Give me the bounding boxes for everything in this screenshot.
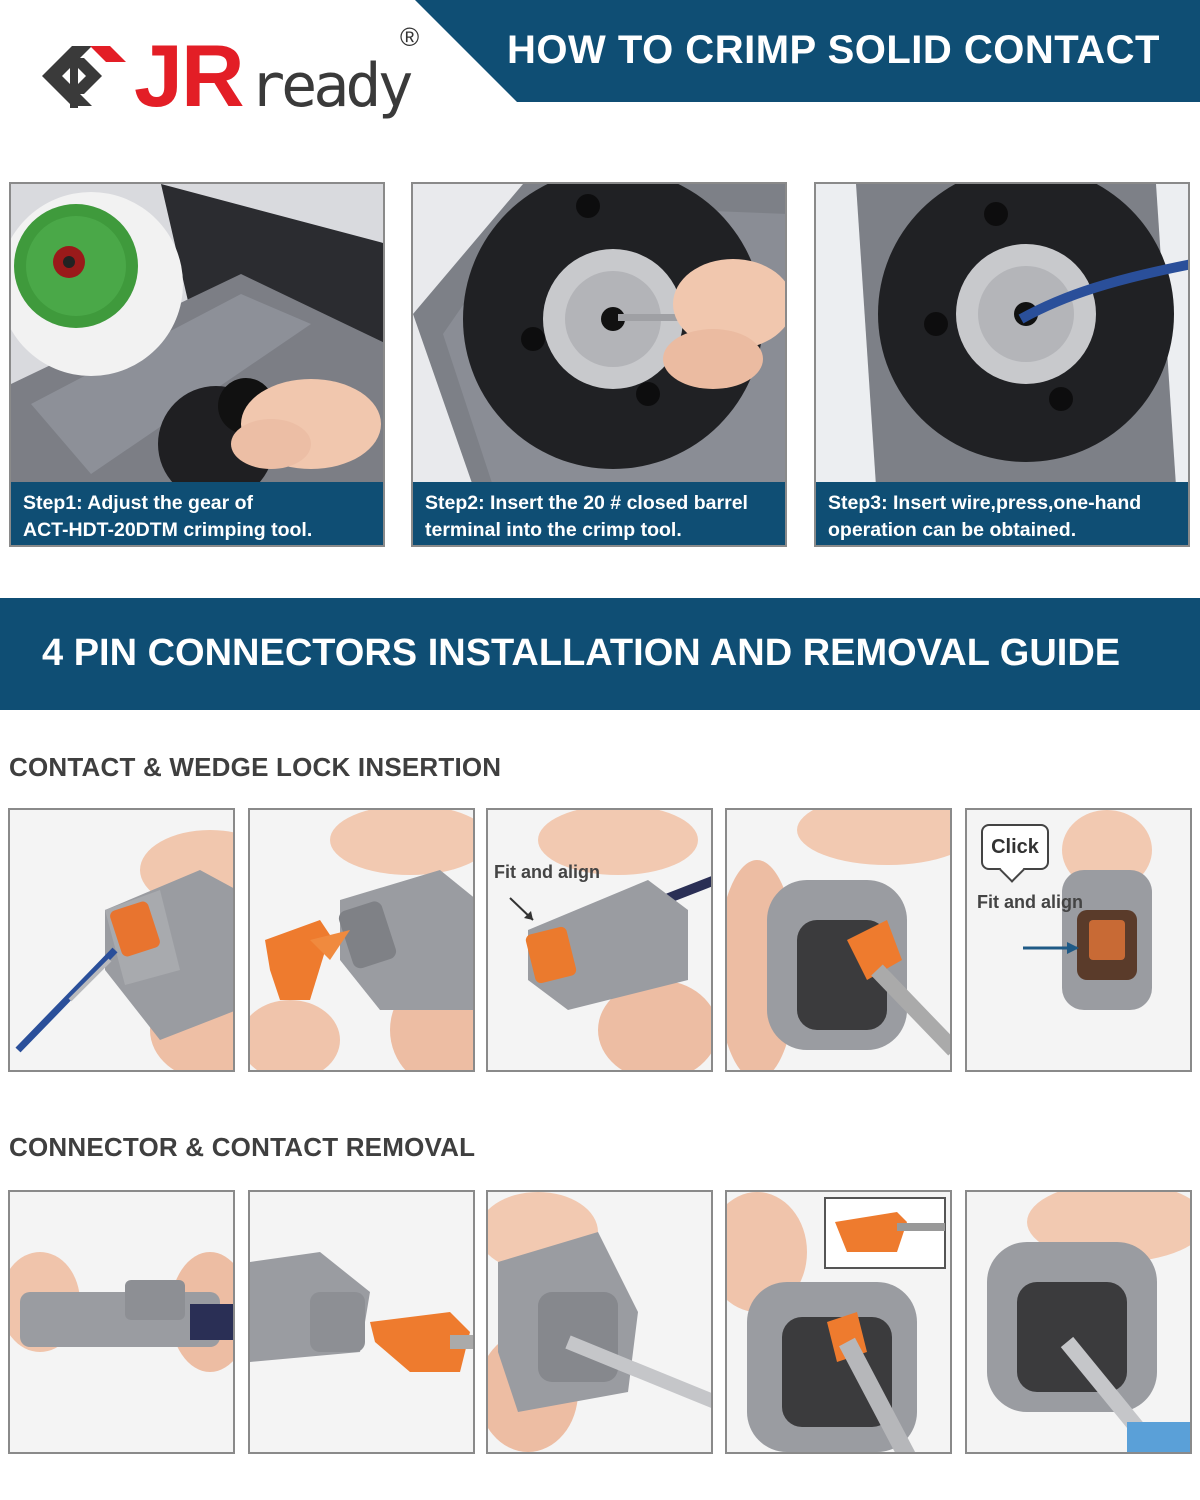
guide-title: 4 PIN CONNECTORS INSTALLATION AND REMOVA… <box>42 632 1121 674</box>
disconnect-connector-photo <box>10 1192 233 1452</box>
insert-wire-photo <box>816 184 1188 486</box>
remove-wedge-lock-photo <box>250 1192 473 1452</box>
step-2-caption-line-2: terminal into the crimp tool. <box>425 519 682 541</box>
insertion-step-3: Fit and align <box>486 808 713 1072</box>
step-2-panel: Step2: Insert the 20 # closed barrel ter… <box>411 182 787 547</box>
press-wedge-photo <box>727 810 950 1070</box>
removal-step-5 <box>965 1190 1192 1454</box>
registered-mark: ® <box>400 22 420 52</box>
insertion-step-2 <box>248 808 475 1072</box>
crimp-title-banner: HOW TO CRIMP SOLID CONTACT <box>415 0 1200 102</box>
step-3-panel: Step3: Insert wire,press,one-hand operat… <box>814 182 1190 547</box>
crimp-title: HOW TO CRIMP SOLID CONTACT <box>507 28 1160 72</box>
insertion-step-4 <box>725 808 952 1072</box>
step-1-panel: Step1: Adjust the gear of ACT-HDT-20DTM … <box>9 182 385 547</box>
step-1-caption-line-1: Step1: Adjust the gear of <box>23 492 254 514</box>
release-contact-photo <box>488 1192 711 1452</box>
insertion-step-1 <box>8 808 235 1072</box>
removal-step-4 <box>725 1190 952 1454</box>
click-callout: Click <box>981 824 1049 870</box>
guide-banner: 4 PIN CONNECTORS INSTALLATION AND REMOVA… <box>0 598 1200 710</box>
pliers-remove-photo <box>727 1192 950 1452</box>
step-1-caption: Step1: Adjust the gear of ACT-HDT-20DTM … <box>11 482 383 545</box>
removal-heading: CONNECTOR & CONTACT REMOVAL <box>9 1132 476 1162</box>
step-3-caption-line-2: operation can be obtained. <box>828 519 1077 541</box>
step-2-caption-line-1: Step2: Insert the 20 # closed barrel <box>425 492 748 514</box>
step-2-caption: Step2: Insert the 20 # closed barrel ter… <box>413 482 785 545</box>
insert-wedge-lock-photo <box>250 810 473 1070</box>
screwdriver-release-photo <box>967 1192 1190 1452</box>
crimp-tool-gear-photo <box>11 184 383 486</box>
insert-contact-photo <box>10 810 233 1070</box>
step-1-caption-line-2: ACT-HDT-20DTM crimping tool. <box>23 519 313 541</box>
removal-step-2 <box>248 1190 475 1454</box>
insertion-heading: CONTACT & WEDGE LOCK INSERTION <box>9 752 502 782</box>
logo-mark-icon <box>42 46 126 108</box>
insertion-step-5: Click Fit and align <box>965 808 1192 1072</box>
logo-ready-text: ready <box>249 51 414 121</box>
step-3-caption-line-1: Step3: Insert wire,press,one-hand <box>828 492 1142 514</box>
removal-step-3 <box>486 1190 713 1454</box>
fit-align-wedge-photo <box>488 810 711 1070</box>
step-3-caption: Step3: Insert wire,press,one-hand operat… <box>816 482 1188 545</box>
brand-logo: JR ready ® <box>34 24 434 125</box>
logo-jr-text: JR <box>134 26 244 125</box>
fit-align-label-2: Fit and align <box>977 892 1083 912</box>
insert-terminal-photo <box>413 184 785 486</box>
fit-align-label-1: Fit and align <box>494 862 600 882</box>
removal-step-1 <box>8 1190 235 1454</box>
